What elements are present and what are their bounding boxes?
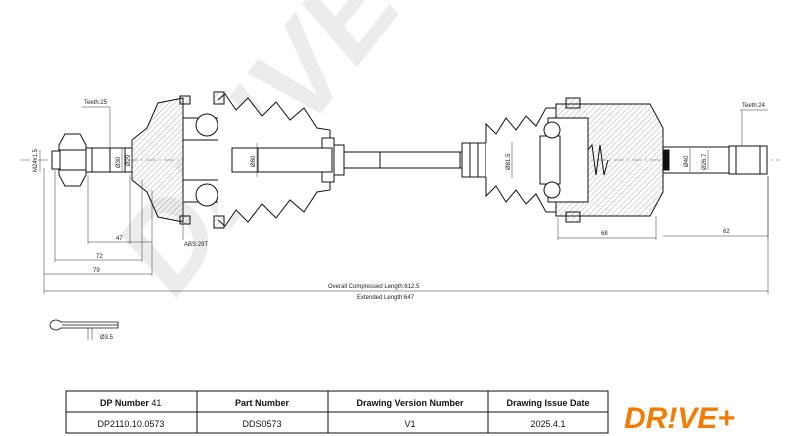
logo-text-left: DR <box>624 402 668 435</box>
pin-dia-label: Ø3.5 <box>100 335 114 341</box>
teeth-left-label: Teeth:25 <box>84 100 108 106</box>
dia-mid-label: Ø80 <box>251 155 257 167</box>
thread-label: M24x1.5 <box>33 148 39 172</box>
cv-ball-bottom <box>195 183 219 207</box>
logo-text-right: VE <box>677 402 718 435</box>
extended-length-label: Extended Length:647 <box>357 295 415 301</box>
dim-47-label: 47 <box>116 236 123 242</box>
dim-62-label: 62 <box>723 229 730 235</box>
header-part-number: Part Number <box>235 398 290 408</box>
value-part-number: DDS0573 <box>242 419 281 429</box>
value-dp-number: DP2110.10.0573 <box>98 419 165 429</box>
header-drawing-version: Drawing Version Number <box>356 398 464 408</box>
cotter-pin-detail <box>49 319 119 340</box>
value-issue-date: 2025.4.1 <box>530 419 565 429</box>
dimensions <box>39 106 769 294</box>
left-end-assembly <box>51 91 345 229</box>
dim-72-label: 72 <box>96 254 103 260</box>
right-stub-shaft <box>662 146 730 174</box>
thread-stub <box>51 150 61 170</box>
dim-79-label: 79 <box>93 268 100 274</box>
header-dp-number: DP Number 41 <box>100 398 161 408</box>
dia-right-1-label: Ø81.5 <box>506 153 512 170</box>
main-shaft <box>231 147 467 173</box>
header-issue-date: Drawing Issue Date <box>506 398 589 408</box>
cv-ball-top <box>195 113 219 137</box>
logo-text-bang: ! <box>667 402 677 435</box>
dim-68-label: 68 <box>601 231 608 237</box>
title-block <box>65 390 609 434</box>
dia-left-1-label: Ø30 <box>116 156 122 168</box>
drive-logo: DR!VE+ <box>624 402 735 435</box>
right-end-assembly <box>461 97 768 223</box>
dia-right-3-label: Ø26.7 <box>702 153 708 170</box>
hex-nut <box>58 133 87 187</box>
logo-text-plus: + <box>717 402 735 435</box>
dia-right-2-label: Ø40 <box>684 155 690 167</box>
dia-left-2-label: Ø29 <box>126 154 132 166</box>
abs-label: ABS:29T <box>184 242 208 248</box>
value-drawing-version: V1 <box>404 419 415 429</box>
svg-text:DR!VE+: DR!VE+ <box>624 402 735 435</box>
spring <box>587 143 609 176</box>
overall-length-label: Overall Compressed Length:612.5 <box>328 284 420 290</box>
dp-number-suffix: 41 <box>151 398 161 408</box>
teeth-right-label: Teeth:24 <box>742 103 766 109</box>
